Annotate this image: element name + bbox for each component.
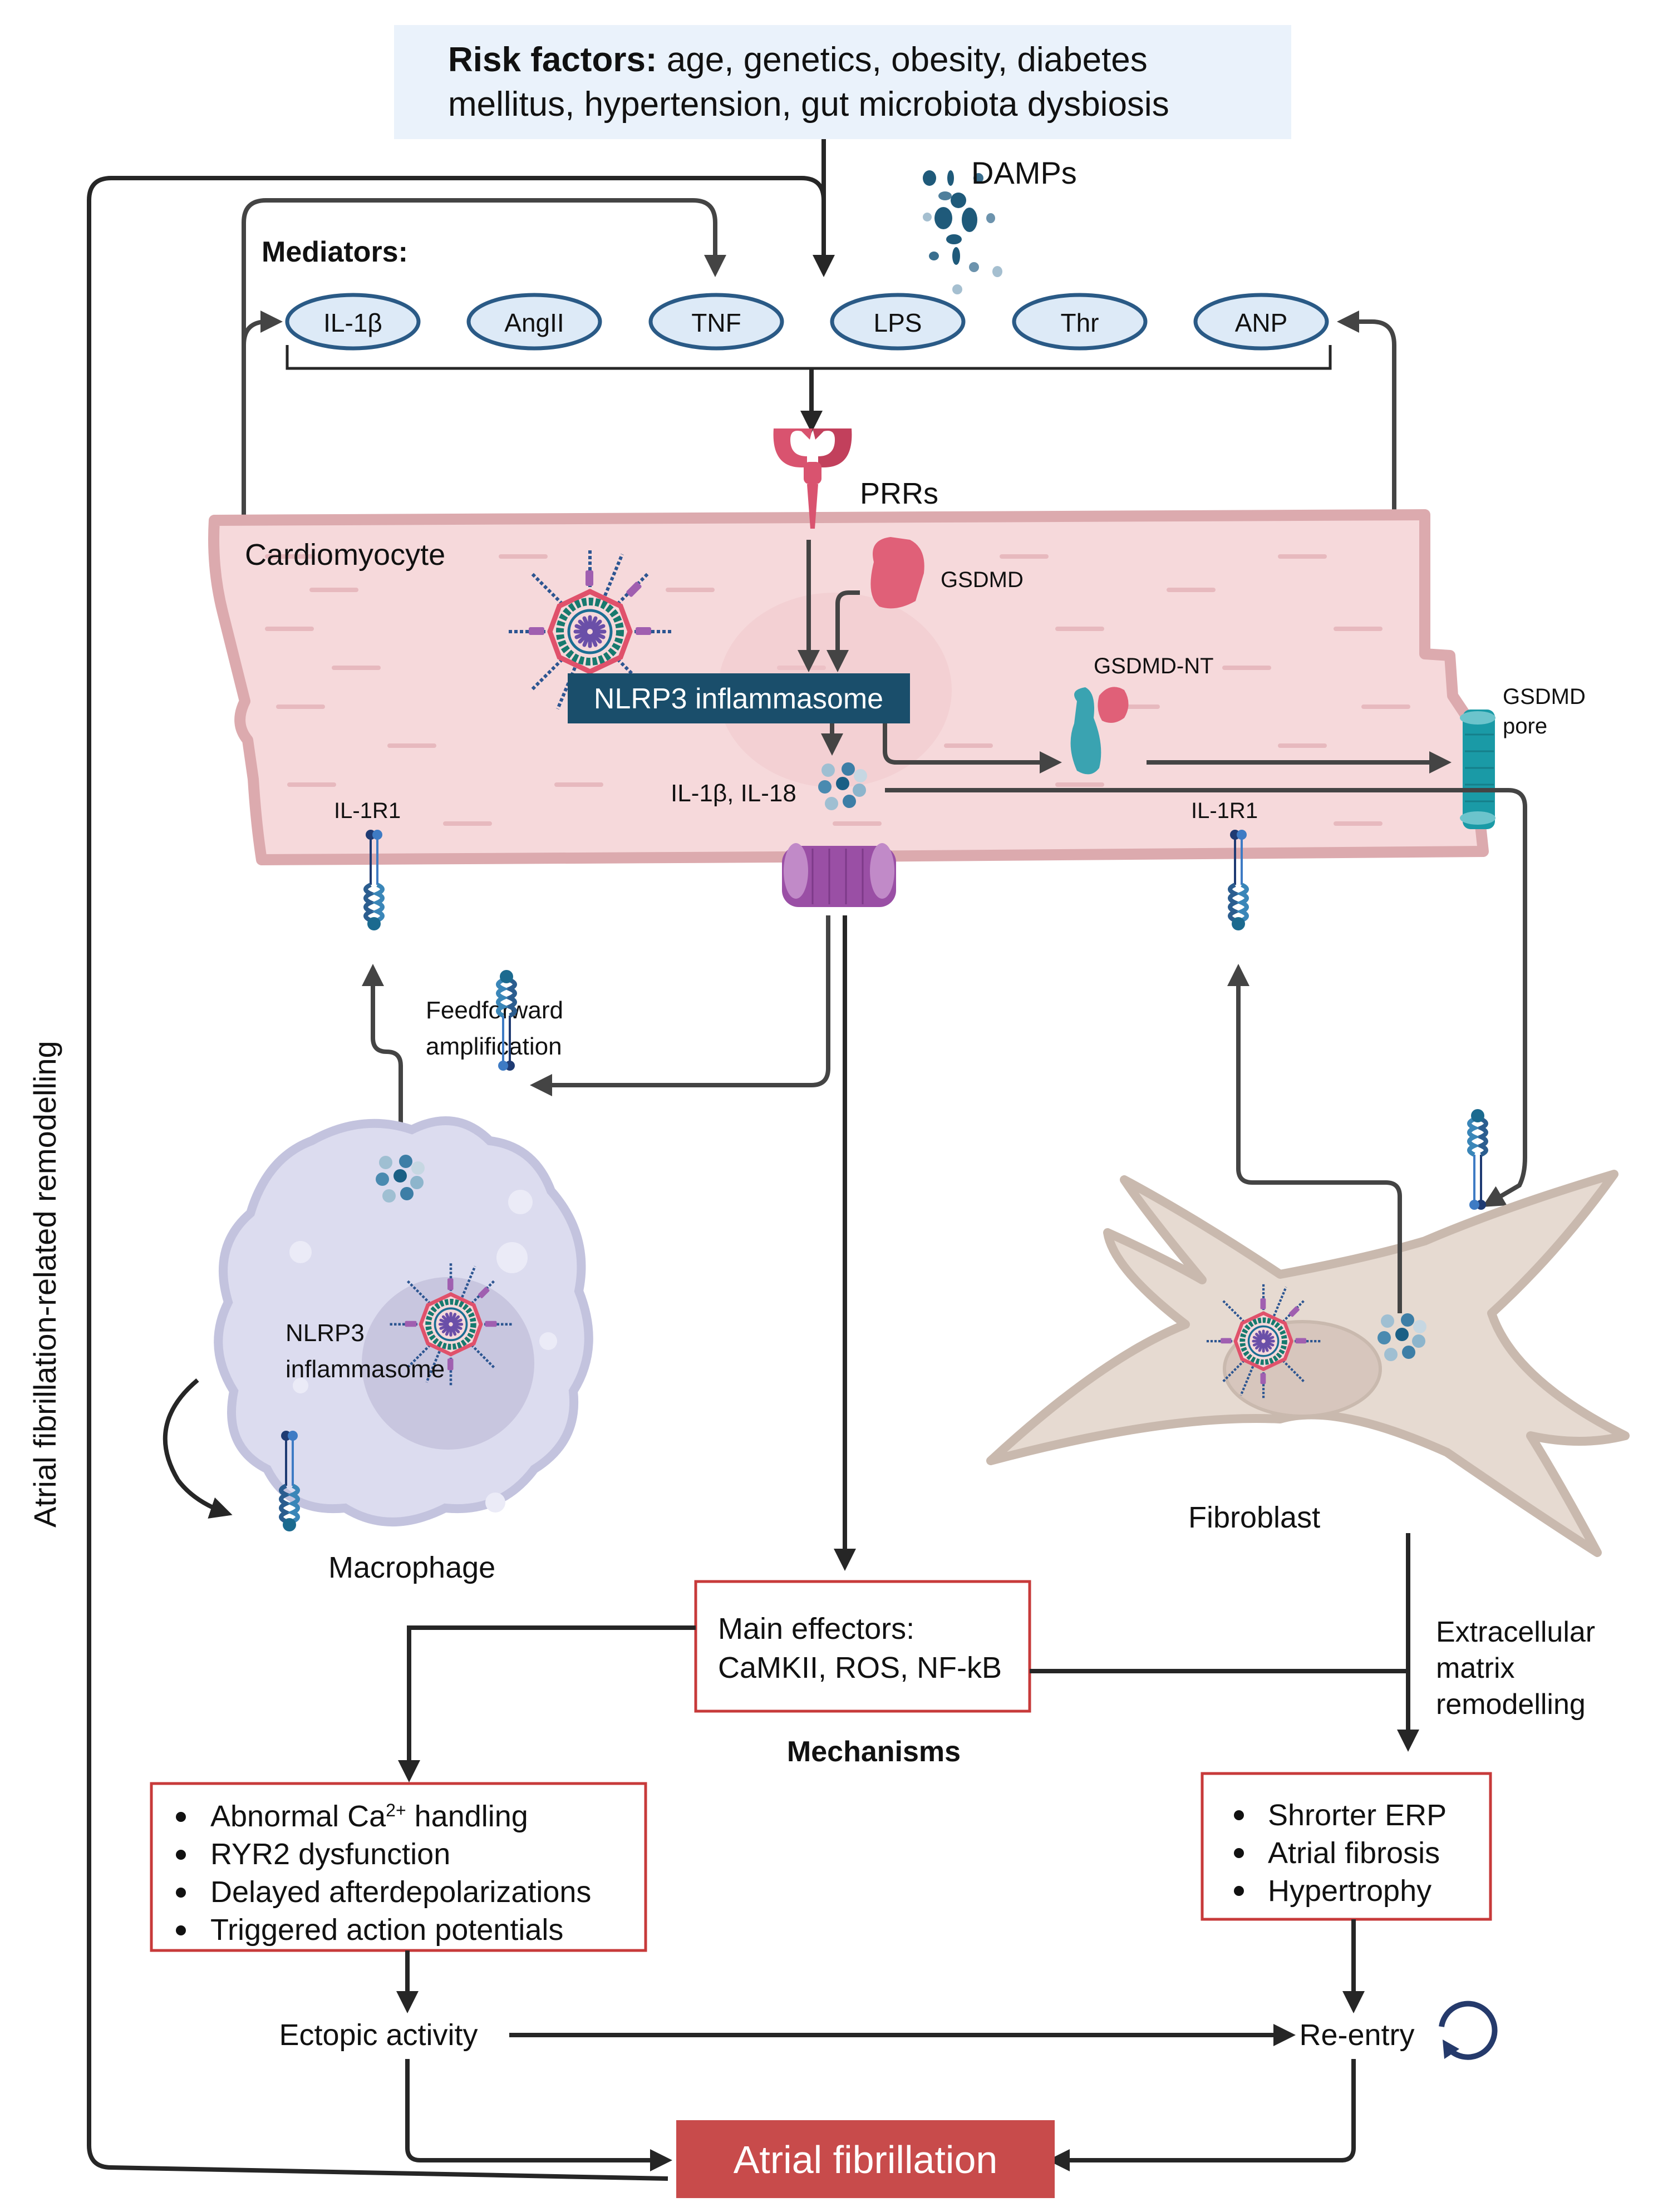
feedforward-label-1: Feedforward [426,997,563,1024]
left-outcome-item-text: Abnormal Ca [210,1800,386,1833]
mediators-bracket [286,345,1332,370]
prrs-receptor-icon [773,428,852,529]
left-outcomes-box [150,1782,647,1952]
mediators-title: Mediators: [262,236,408,268]
mediator-label: LPS [874,308,922,337]
af-remodelling-loop [87,176,826,2181]
arrow-effectors-to-left-outcomes [398,1625,696,1782]
gsdmd-protein-icon [870,537,924,609]
mediators-list: IL-1β AngII TNF LPS Thr ANP [285,293,1329,351]
macrophage-nlrp3-label-2: inflammasome [286,1356,445,1383]
right-outcome-item: Atrial fibrosis [1268,1836,1440,1870]
gsdmd-pore-icon [1460,710,1495,829]
right-outcome-item: Shrorter ERP [1268,1799,1447,1832]
mediator-tnf: TNF [648,293,784,351]
reentry-label: Re-entry [1299,2018,1414,2052]
risk-factors-line2: mellitus, hypertension, gut microbiota d… [448,85,1169,124]
nlrp3-label: NLRP3 inflammasome [594,683,883,715]
af-remodelling-label: Atrial fibrillation-related remodelling [27,1041,62,1528]
arrow-macrophage-autocrine [163,1378,233,1519]
arrow-to-macrophage-receptor [530,915,830,1096]
fibroblast-il1r1-icon [1469,1109,1486,1210]
mediator-label: IL-1β [323,308,382,337]
macrophage-nlrp3-label-1: NLRP3 [286,1319,365,1347]
right-outcomes-box [1201,1772,1492,1921]
mediator-label: ANP [1235,308,1288,337]
mechanisms-label: Mechanisms [787,1736,961,1768]
mediator-label: AngII [504,308,564,337]
risk-factors-label: Risk factors: [448,41,657,79]
cytokines-label: IL-1β, IL-18 [671,780,796,807]
gsdmd-pore-label-1: GSDMD [1503,684,1586,709]
left-outcome-item: Abnormal Ca2+ handling [210,1800,528,1833]
damps-label: DAMPs [971,155,1077,190]
main-effectors-box [694,1580,1031,1713]
ca-superscript: 2+ [386,1800,406,1820]
main-effectors-label-2: CaMKII, ROS, NF-kB [718,1651,1002,1684]
arrow-fibroblast-to-il1r1 [1227,964,1402,1313]
left-outcome-item: Delayed afterdepolarizations [210,1875,591,1909]
nlrp3-label-box [568,673,910,723]
right-outcome-item: Hypertrophy [1268,1874,1431,1908]
arrow-to-il1b [242,311,283,346]
mediator-thr: Thr [1012,293,1148,351]
mediator-label: TNF [691,308,741,337]
gsdmd-label: GSDMD [941,568,1024,592]
gsdmd-pore-label-2: pore [1503,714,1547,738]
left-outcome-item: RYR2 dysfunction [210,1837,450,1871]
left-outcomes-list: Abnormal Ca2+ handling RYR2 dysfunction … [176,1800,591,1947]
risk-factors-box [394,25,1291,139]
macrophage-label: Macrophage [328,1551,495,1584]
il1r1-label-left: IL-1R1 [334,799,401,823]
prrs-label: PRRs [860,477,938,510]
risk-factors-line1: Risk factors: age, genetics, obesity, di… [448,41,1148,79]
arrow-ectopic-to-af [405,2059,672,2171]
arrow-gsdmd-to-nlrp3 [826,590,860,672]
arrow-nlrp3-to-gsdmd-nt [883,723,1062,774]
risk-factors-text1: age, genetics, obesity, diabetes [657,41,1148,79]
ectopic-activity-label: Ectopic activity [279,2018,478,2052]
arrow-cytokines-to-fibroblast [885,788,1527,1208]
mediator-label: Thr [1061,308,1099,337]
arrow-macrophage-to-il1r1 [362,964,403,1149]
arrow-cardiomyocyte-to-anp [1337,311,1396,520]
macrophage-vesicles [289,1190,557,1513]
left-outcome-item: Triggered action potentials [210,1913,563,1947]
reentry-cycle-icon [1439,2001,1498,2060]
arrow-reentry-to-af [1047,2059,1356,2171]
main-effectors-label-1: Main effectors: [718,1612,914,1646]
ecm-label-3: remodelling [1436,1688,1586,1721]
atrial-fibrillation-label: Atrial fibrillation [734,2138,998,2181]
mediator-angii: AngII [466,293,602,351]
feedforward-label-2: amplification [426,1033,562,1060]
damps-icon [923,170,1002,294]
mediator-lps: LPS [830,293,966,351]
cardiomyocyte-label: Cardiomyocyte [245,538,445,572]
gsdmd-nt-label: GSDMD-NT [1094,654,1214,678]
mediator-anp: ANP [1193,293,1329,351]
fibroblast-label: Fibroblast [1188,1501,1320,1534]
il1r1-label-right: IL-1R1 [1191,799,1258,823]
right-outcomes-list: Shrorter ERP Atrial fibrosis Hypertrophy [1234,1799,1447,1908]
atrial-fibrillation-box [676,2120,1055,2198]
ion-channel-icon [782,843,896,907]
arrow-cardiomyocyte-to-tnf [242,198,726,518]
mediator-il1b: IL-1β [285,293,421,351]
ecm-label-2: matrix [1436,1652,1515,1684]
gsdmd-nt-icon [1070,687,1129,775]
left-outcome-item-suffix: handling [406,1800,528,1833]
ecm-label-1: Extracellular [1436,1616,1595,1648]
